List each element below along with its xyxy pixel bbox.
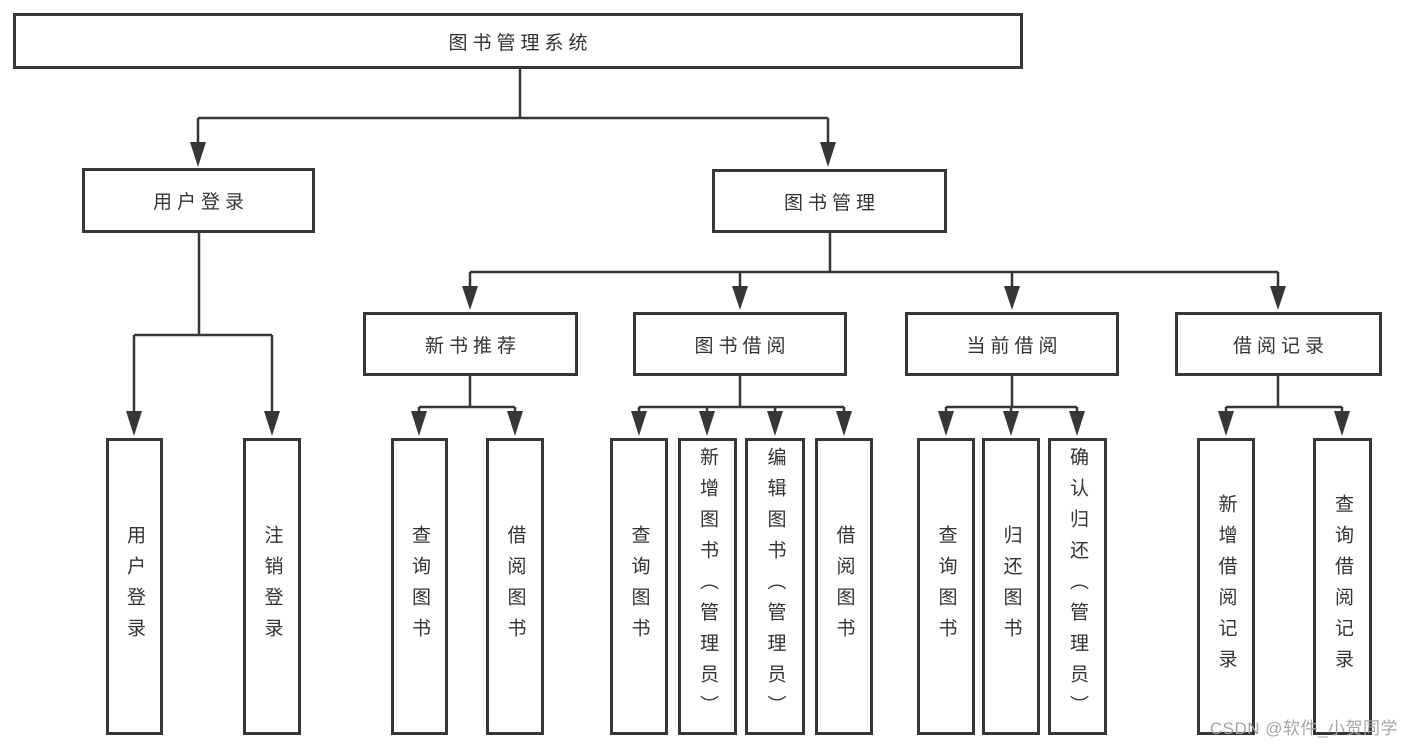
leaf-user-login: 用户登录 bbox=[106, 438, 163, 735]
node-book-borrow: 图书借阅 bbox=[633, 312, 847, 376]
connector-borrow-records-to-leaves bbox=[1218, 376, 1350, 436]
node-user-login: 用户登录 bbox=[82, 168, 315, 233]
leaf-borrow-edit-books-admin: 编辑图书（管理员） bbox=[745, 438, 805, 735]
node-current-borrow: 当前借阅 bbox=[905, 312, 1119, 376]
connector-user-login-to-leaves bbox=[126, 233, 280, 436]
node-root-system: 图书管理系统 bbox=[13, 13, 1023, 69]
leaf-newrec-borrow-books: 借阅图书 bbox=[486, 438, 544, 735]
csdn-watermark: CSDN @软件_小贺同学 bbox=[1209, 719, 1398, 738]
leaf-records-query-record: 查询借阅记录 bbox=[1313, 438, 1372, 735]
connector-current-borrow-to-leaves bbox=[938, 376, 1085, 436]
leaf-borrow-query-books: 查询图书 bbox=[610, 438, 668, 735]
node-borrow-records: 借阅记录 bbox=[1175, 312, 1382, 376]
connector-book-borrow-to-leaves bbox=[631, 376, 852, 436]
leaf-current-query-books: 查询图书 bbox=[917, 438, 975, 735]
connector-book-management-to-level3 bbox=[462, 233, 1286, 310]
leaf-newrec-query-books: 查询图书 bbox=[391, 438, 448, 735]
leaf-current-confirm-return-admin: 确认归还（管理员） bbox=[1048, 438, 1107, 735]
leaf-borrow-add-books-admin: 新增图书（管理员） bbox=[678, 438, 737, 735]
node-book-management: 图书管理 bbox=[712, 169, 947, 233]
leaf-records-add-record: 新增借阅记录 bbox=[1197, 438, 1255, 735]
connector-root-to-level2 bbox=[190, 69, 836, 167]
leaf-borrow-borrow-books: 借阅图书 bbox=[815, 438, 873, 735]
node-new-book-recommend: 新书推荐 bbox=[363, 312, 578, 376]
leaf-logout: 注销登录 bbox=[243, 438, 301, 735]
leaf-current-return-books: 归还图书 bbox=[982, 438, 1040, 735]
connector-new-book-rec-to-leaves bbox=[411, 376, 523, 436]
